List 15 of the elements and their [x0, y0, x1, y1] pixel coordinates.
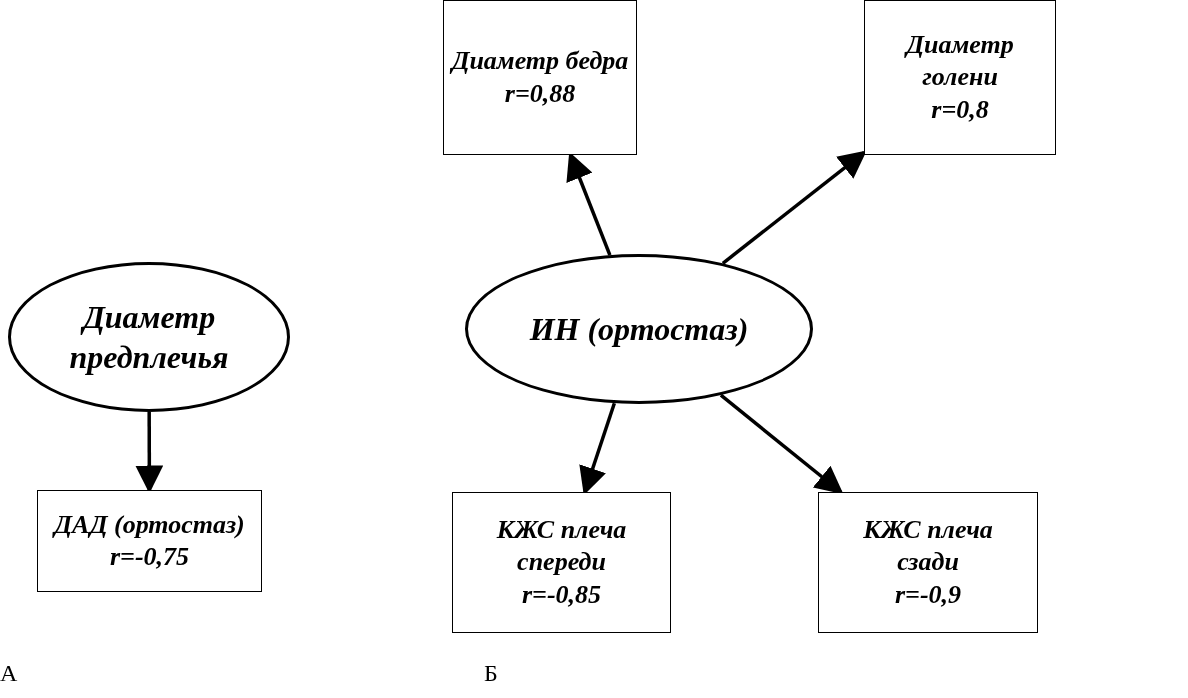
node-text: КЖС плеча сзади r=-0,9 — [862, 513, 994, 611]
node-text: КЖС плеча спереди r=-0,85 — [495, 513, 628, 611]
node-text: Диаметр голени r=0,8 — [903, 28, 1015, 126]
box-node — [37, 490, 262, 592]
box-node — [818, 492, 1038, 633]
panel-letter: Б — [484, 660, 498, 687]
node-text: ИН (ортостаз) — [528, 310, 750, 349]
box-node — [864, 0, 1056, 155]
box-node — [443, 0, 637, 155]
node-text: ДАД (ортостаз) r=-0,75 — [51, 508, 246, 573]
node-text: Диаметр бедра r=0,88 — [450, 45, 630, 110]
panel-letter: А — [0, 660, 18, 687]
arrow — [721, 150, 867, 265]
node-text: Диаметр предплечья — [68, 298, 230, 377]
box-node — [452, 492, 671, 633]
